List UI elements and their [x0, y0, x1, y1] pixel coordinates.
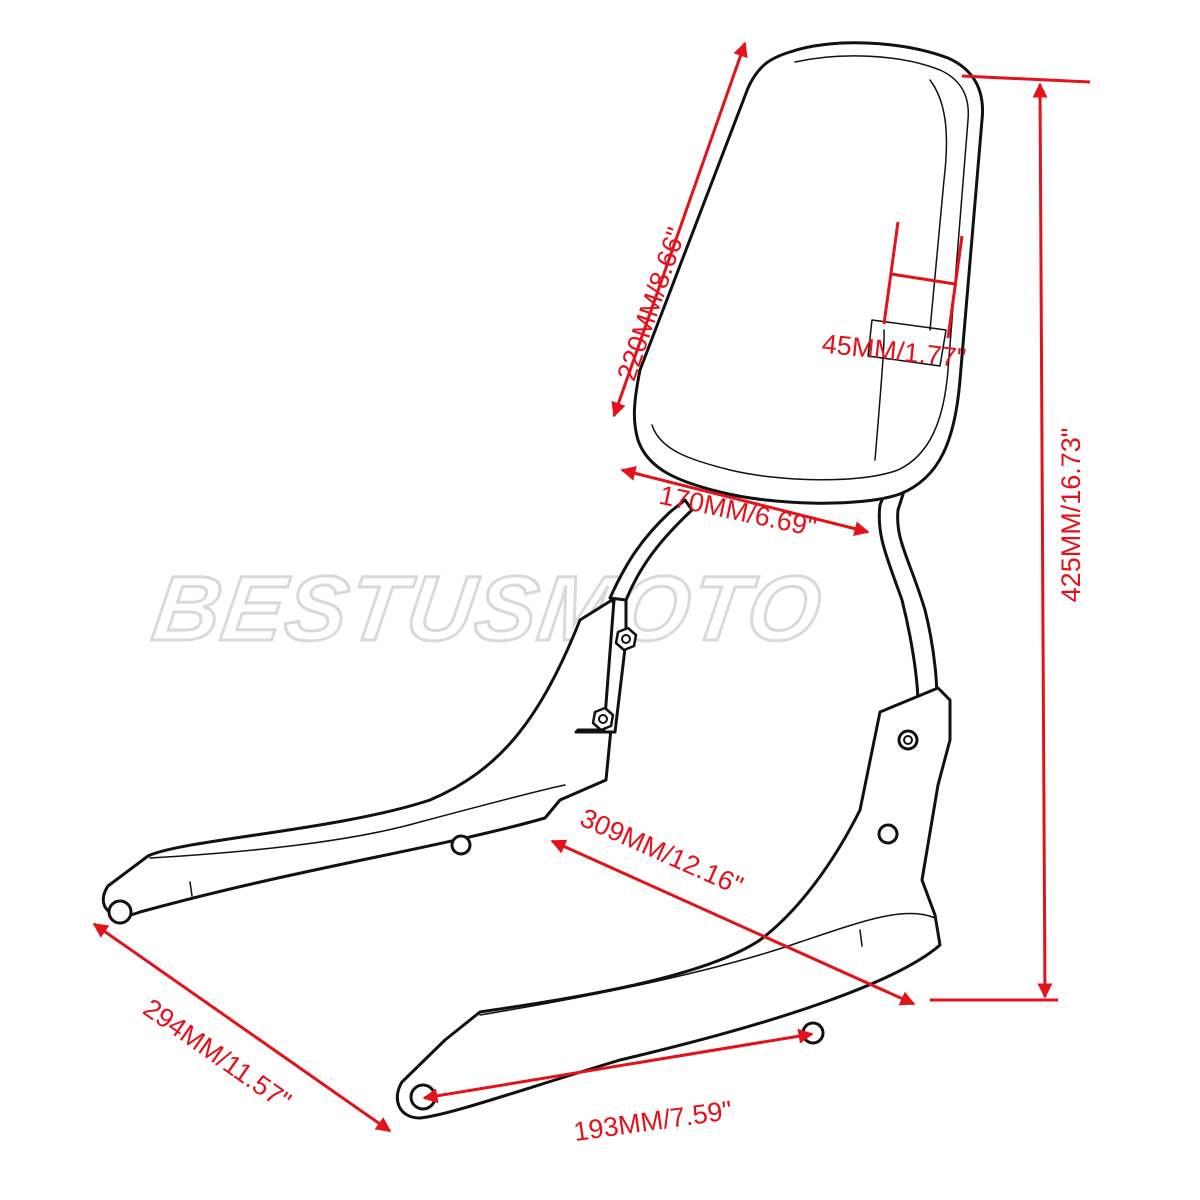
overall-height-dimension-line [1032, 82, 1053, 999]
pad-width-dimension-line [620, 466, 870, 536]
pad-stitch-guide-left [882, 221, 900, 325]
right-rear-hole [801, 1021, 825, 1045]
pad-height-dimension-line [611, 41, 748, 418]
side-length-dimension-line [92, 922, 392, 1133]
right-upright [877, 483, 939, 707]
dimension-lines [92, 41, 1091, 1133]
left-rear-hole [450, 834, 472, 856]
left-side-plate [101, 598, 624, 925]
diagonal-label: 309MM/12.16" [576, 803, 748, 901]
left-front-hole [107, 899, 133, 925]
pad-stitch-guide-right [946, 235, 964, 339]
overall-height-top-extension [961, 74, 1091, 84]
hole-spacing-label: 193MM/7.59" [572, 1095, 734, 1147]
pad-stitch-dimension-line [890, 272, 956, 286]
lower-bolt [591, 706, 615, 732]
right-side-plate [396, 686, 952, 1120]
right-lower-mount-hole [877, 823, 899, 845]
upper-bolt [614, 626, 638, 652]
watermark-logo: BESTUSMOTO [147, 556, 829, 659]
diagonal-dimension-line [550, 839, 916, 1006]
backrest-pad [632, 41, 985, 505]
overall-height-label: 425MM/16.73" [1056, 428, 1086, 603]
hole-spacing-dimension-line [422, 1028, 814, 1104]
